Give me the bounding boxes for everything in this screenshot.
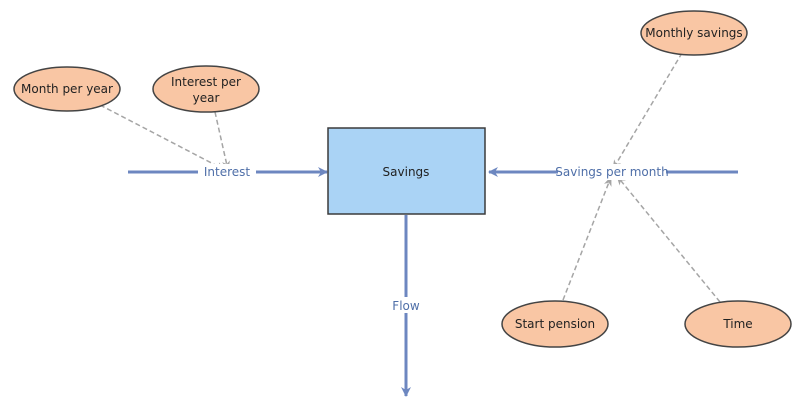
variable-start-pension[interactable] <box>501 300 609 348</box>
flow-savings-per-month-label-bg <box>558 164 666 180</box>
flow-outflow-label-bg <box>391 297 421 313</box>
link-month-per-year-to-interest <box>99 104 226 171</box>
stock-savings[interactable] <box>327 127 486 215</box>
variable-interest-per-year[interactable] <box>152 65 260 113</box>
variable-monthly-savings-label: Monthly savings <box>645 26 742 40</box>
flow-interest-label-bg <box>198 164 256 180</box>
flow-outflow-label: Flow <box>392 299 420 313</box>
variable-month-per-year-label: Month per year <box>21 82 113 96</box>
link-interest-per-year-to-interest <box>214 111 230 171</box>
link-monthly-savings-to-savings-per-month <box>612 52 683 170</box>
flow-savings-per-month-label: Savings per month <box>555 165 668 179</box>
variable-interest-per-year-label-line2: year <box>193 91 220 105</box>
variable-start-pension-label: Start pension <box>515 317 595 331</box>
stock-savings-label: Savings <box>383 165 430 179</box>
variable-time-label: Time <box>722 317 752 331</box>
variable-time[interactable] <box>684 300 792 348</box>
variable-month-per-year[interactable] <box>13 66 121 112</box>
link-time-to-savings-per-month <box>616 175 721 303</box>
flow-interest-label: Interest <box>204 165 251 179</box>
variable-interest-per-year-label-line1: Interest per <box>171 75 241 89</box>
link-start-pension-to-savings-per-month <box>562 176 612 301</box>
variable-monthly-savings[interactable] <box>640 10 748 56</box>
